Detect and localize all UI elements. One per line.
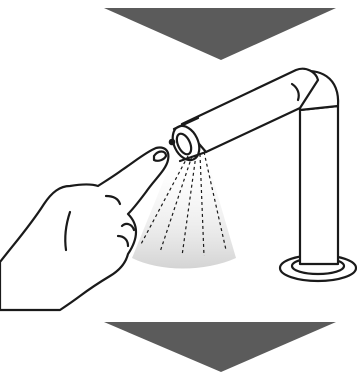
pointing-hand-icon <box>0 148 168 311</box>
bottom-down-arrow-icon <box>104 322 336 372</box>
top-down-arrow-icon <box>104 8 336 60</box>
